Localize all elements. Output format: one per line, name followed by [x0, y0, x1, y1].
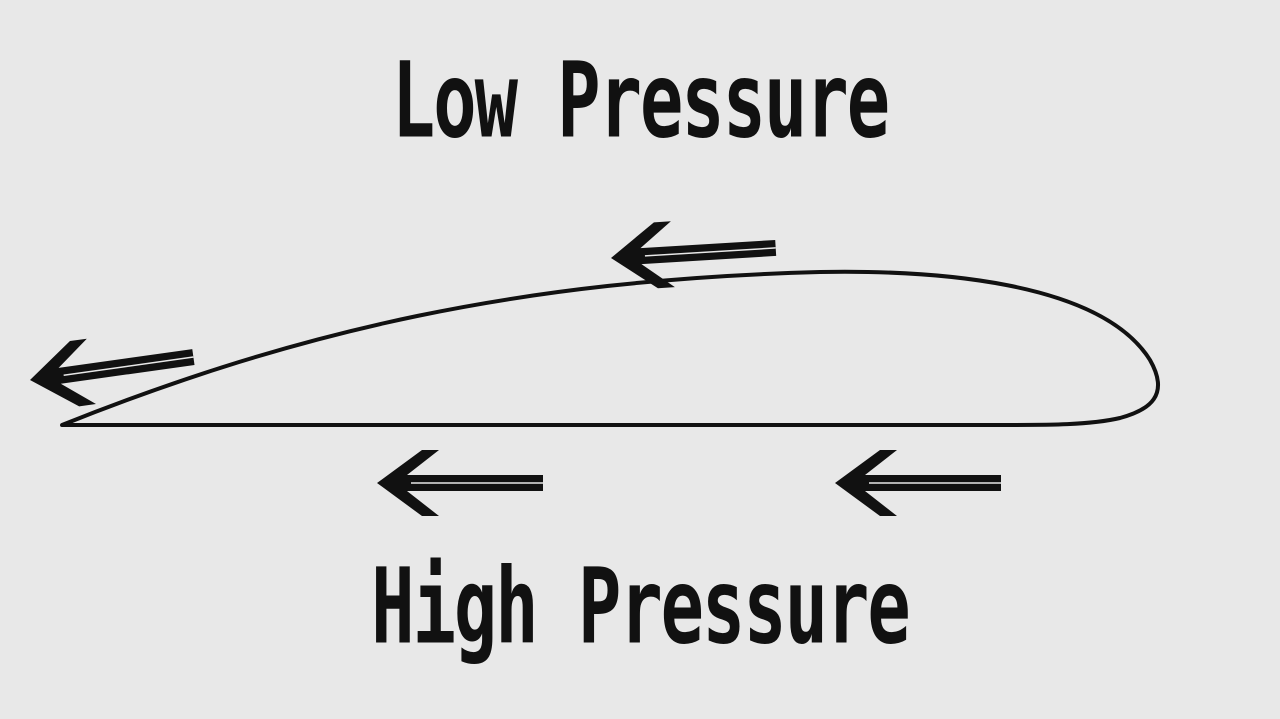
arrow-trailing-edge	[30, 338, 195, 407]
arrow-lower-surface-right	[835, 450, 1001, 516]
airfoil-outline	[60, 269, 1161, 427]
arrow-upper-surface	[611, 221, 777, 289]
arrow-lower-surface-left	[377, 450, 543, 516]
low-pressure-label: Low Pressure	[391, 39, 890, 161]
high-pressure-label: High Pressure	[371, 545, 911, 667]
